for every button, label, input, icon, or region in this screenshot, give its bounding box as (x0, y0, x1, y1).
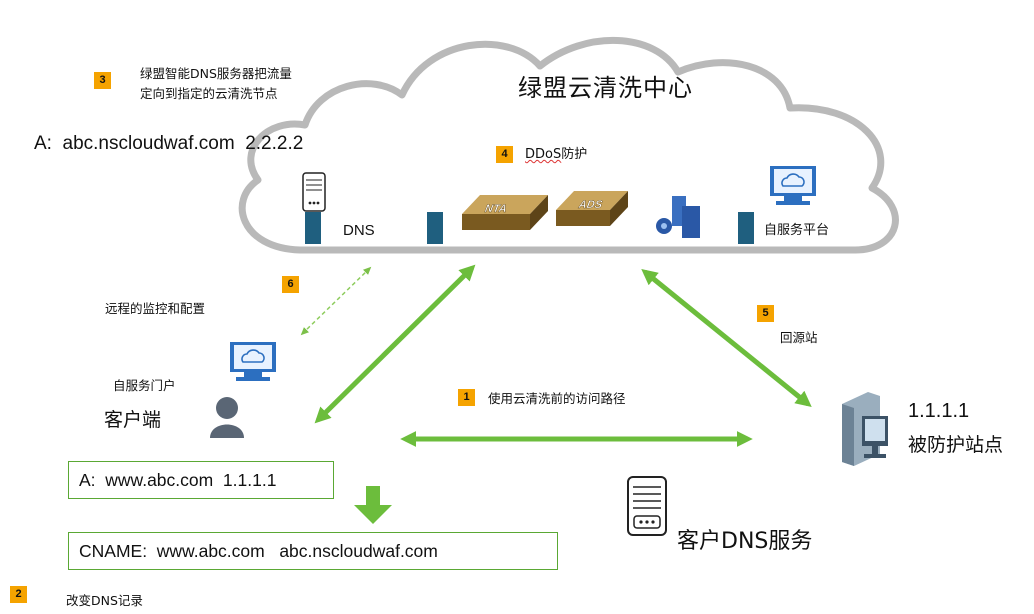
client-label: 客户端 (104, 409, 162, 431)
dns-bar (305, 212, 321, 244)
step6-badge: 6 (282, 276, 299, 293)
protected-site-label: 被防护站点 (908, 434, 1004, 456)
ads-device-icon: ADS (556, 191, 628, 226)
server-cluster-icon (656, 196, 700, 238)
cloud-dns-record: A: abc.nscloudwaf.com 2.2.2.2 (34, 133, 304, 154)
dns-label: DNS (343, 222, 375, 239)
step4-label-suffix: 防护 (561, 147, 588, 162)
step1-badge: 1 (458, 389, 475, 406)
server-tower-icon (842, 392, 888, 466)
step2-label: 改变DNS记录 (66, 593, 143, 608)
arrow-client-to-cloud (314, 264, 476, 424)
portal-label: 自服务门户 (113, 378, 176, 393)
dns-server-icon (302, 172, 326, 212)
step3-line2: 定向到指定的云清洗节点 (140, 86, 278, 101)
step3-badge: 3 (94, 72, 111, 89)
portal-monitor-icon (230, 342, 276, 381)
protected-site-ip: 1.1.1.1 (908, 400, 970, 422)
arrow-remote-monitor (300, 266, 372, 336)
customer-dns-server-icon (627, 476, 667, 536)
step5-badge: 5 (757, 305, 774, 322)
down-arrow-icon (354, 486, 392, 524)
step4-badge: 4 (496, 146, 513, 163)
step3-line1: 绿盟智能DNS服务器把流量 (140, 66, 292, 81)
platform-bar (738, 212, 754, 244)
user-icon (210, 397, 244, 438)
self-service-platform-label: 自服务平台 (764, 223, 830, 238)
gateway-bar (427, 212, 443, 244)
arrow-cloud-to-site (641, 268, 812, 408)
a-record-box: A: www.abc.com 1.1.1.1 (68, 461, 334, 499)
cloud-shape (238, 37, 899, 254)
step4-label-prefix: DDoS (525, 147, 562, 162)
nta-label: NTA (483, 203, 509, 215)
cloud-title: 绿盟云清洗中心 (518, 74, 693, 102)
step6-label: 远程的监控和配置 (105, 301, 206, 316)
customer-dns-label: 客户DNS服务 (677, 529, 813, 554)
ads-label: ADS (577, 199, 605, 211)
nta-device-icon: NTA (462, 195, 548, 230)
step1-label: 使用云清洗前的访问路径 (488, 391, 626, 406)
step2-badge: 2 (10, 586, 27, 603)
cname-record-box: CNAME: www.abc.com abc.nscloudwaf.com (68, 532, 558, 570)
platform-monitor-icon (770, 166, 816, 205)
step4-label: DDoS防护 (525, 143, 587, 162)
step5-label: 回源站 (780, 330, 818, 345)
